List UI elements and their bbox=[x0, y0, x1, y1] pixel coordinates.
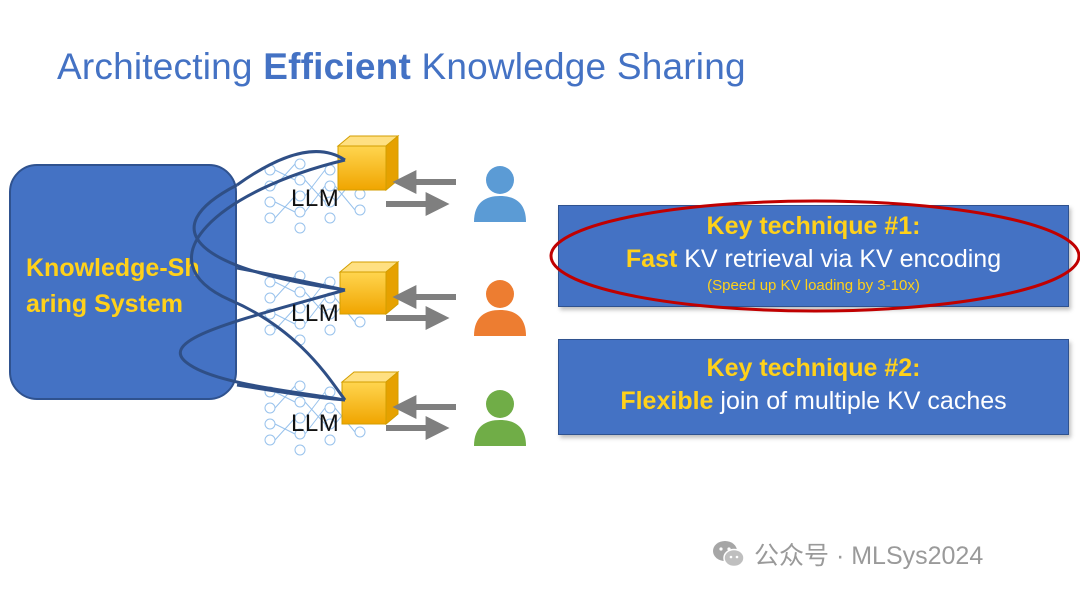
key-technique-1-heading: Key technique #1: bbox=[706, 212, 921, 240]
user-icon-green bbox=[474, 390, 526, 446]
user-icon-orange bbox=[474, 280, 526, 336]
watermark: 公众号 · MLSys2024 bbox=[712, 536, 983, 572]
key-technique-1-note: (Speed up KV loading by 3-10x) bbox=[707, 277, 920, 294]
key-technique-1-rest: KV retrieval via KV encoding bbox=[677, 245, 1002, 273]
user-icon-blue bbox=[474, 166, 526, 222]
kv-cache-cube-icon-2 bbox=[338, 260, 400, 316]
knowledge-sharing-system-box bbox=[9, 164, 237, 400]
title-part-2: Knowledge Sharing bbox=[410, 46, 746, 87]
key-technique-1-highlight: Fast bbox=[625, 245, 678, 273]
llm-label-1: LLM bbox=[291, 185, 340, 212]
kv-cache-cube-icon-1 bbox=[336, 134, 400, 192]
key-technique-1-description: Fast KV retrieval via KV encoding bbox=[559, 245, 1068, 274]
llm-label-2: LLM bbox=[291, 300, 340, 327]
key-technique-2-heading: Key technique #2: bbox=[706, 354, 921, 382]
arrows bbox=[386, 170, 456, 440]
watermark-text: 公众号 · MLSys2024 bbox=[754, 542, 984, 570]
title-bold: Efficient bbox=[263, 46, 411, 87]
key-technique-2-box: Key technique #2: Flexible join of multi… bbox=[558, 339, 1069, 435]
connection-curves bbox=[178, 149, 347, 402]
wechat-icon bbox=[713, 541, 745, 568]
llm-label-3: LLM bbox=[291, 410, 340, 437]
key-technique-2-rest: join of multiple KV caches bbox=[713, 387, 1007, 415]
key-technique-1-box: Key technique #1: Fast KV retrieval via … bbox=[558, 205, 1069, 307]
key-technique-2-description: Flexible join of multiple KV caches bbox=[559, 387, 1068, 416]
kv-cache-cube-icon-3 bbox=[340, 370, 400, 426]
title-part-1: Architecting bbox=[57, 46, 264, 87]
key-technique-2-highlight: Flexible bbox=[620, 387, 714, 415]
knowledge-sharing-system-label: Knowledge-Sh aring System bbox=[26, 254, 200, 318]
page-title: Architecting Efficient Knowledge Sharing bbox=[57, 46, 746, 88]
